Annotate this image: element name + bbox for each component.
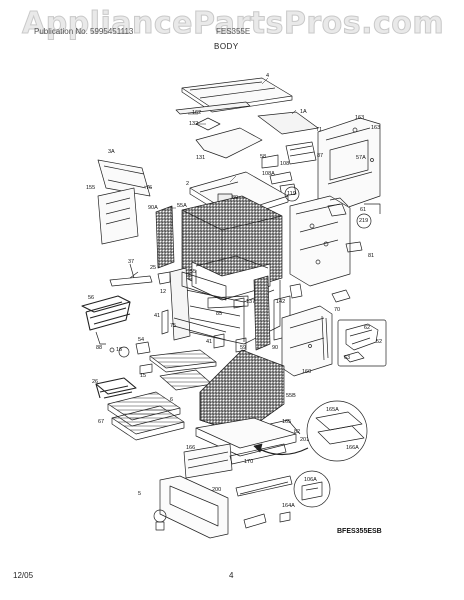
part-label: 166 bbox=[186, 445, 196, 451]
part-label: 61 bbox=[360, 207, 367, 213]
part-label: 54 bbox=[138, 337, 145, 343]
part-label: 200 bbox=[212, 487, 222, 493]
part-label: 106A bbox=[304, 477, 317, 483]
publication-number: Publication No. 5995451113 bbox=[34, 27, 134, 36]
part-label: 63 bbox=[344, 355, 351, 361]
callout-circle-219 bbox=[356, 213, 372, 229]
part-label: 90A bbox=[148, 205, 158, 211]
part-label: 108 bbox=[280, 161, 290, 167]
right-side-panel bbox=[281, 305, 333, 377]
part-label: 165A bbox=[326, 407, 339, 413]
wire-harness-callout bbox=[337, 319, 387, 367]
part-label: 12 bbox=[160, 289, 167, 295]
part-label: 71 bbox=[316, 127, 323, 133]
part-label: 132 bbox=[189, 121, 199, 127]
part-label: 166A bbox=[346, 445, 359, 451]
footer-date: 12/05 bbox=[13, 571, 34, 580]
storage-drawer bbox=[183, 443, 293, 497]
part-label: 90 bbox=[272, 345, 279, 351]
part-label: 201 bbox=[300, 437, 310, 443]
part-label: 15 bbox=[140, 373, 147, 379]
part-label: 67 bbox=[98, 419, 105, 425]
part-label: 57A bbox=[356, 155, 366, 161]
part-label: 1A bbox=[300, 109, 307, 115]
rear-panel bbox=[289, 195, 351, 287]
part-label: 3A bbox=[108, 149, 115, 155]
part-label: 89 bbox=[232, 195, 239, 201]
part-label: 162 bbox=[192, 110, 202, 116]
part-label: 163 bbox=[371, 125, 381, 131]
callout-circle-119 bbox=[284, 186, 300, 202]
back-panel bbox=[317, 117, 381, 211]
part-label: 160 bbox=[302, 369, 312, 375]
control-panel bbox=[97, 159, 151, 197]
part-label: 16 bbox=[116, 347, 123, 353]
door-frame bbox=[169, 267, 227, 341]
part-label: 56 bbox=[88, 295, 95, 301]
part-label: 87 bbox=[317, 153, 324, 159]
part-label: 163 bbox=[355, 115, 365, 121]
part-label: 6 bbox=[170, 397, 174, 403]
part-label: 59 bbox=[240, 345, 247, 351]
part-label: 55 bbox=[190, 269, 197, 275]
part-label: 41 bbox=[206, 339, 213, 345]
part-label: 88 bbox=[96, 345, 103, 351]
part-label: 81 bbox=[368, 253, 375, 259]
part-label: 85 bbox=[216, 311, 223, 317]
part-label: 82 bbox=[294, 429, 301, 435]
callout-170 bbox=[293, 470, 331, 508]
part-label: 58 bbox=[260, 154, 267, 160]
part-label: 52 bbox=[376, 339, 383, 345]
part-label: 26 bbox=[92, 379, 99, 385]
part-label: 55B bbox=[286, 393, 296, 399]
part-label: 70 bbox=[334, 307, 341, 313]
lower-insulation-block bbox=[199, 349, 285, 435]
top-panel bbox=[181, 77, 293, 113]
part-label: 165 bbox=[282, 419, 292, 425]
model-code-label: BFES355ESB bbox=[337, 528, 382, 535]
part-label: 142 bbox=[276, 299, 286, 305]
bake-element bbox=[81, 295, 131, 331]
callout-165A bbox=[253, 400, 368, 462]
part-label: 108A bbox=[262, 171, 275, 177]
drawer-front bbox=[159, 475, 229, 539]
part-label: 5 bbox=[138, 491, 142, 497]
part-label: 37 bbox=[128, 259, 135, 265]
section-title: BODY bbox=[214, 42, 239, 51]
part-label: 75 bbox=[170, 323, 177, 329]
part-label: 119 bbox=[287, 191, 296, 197]
part-label: 62 bbox=[364, 325, 371, 331]
part-label: 41 bbox=[154, 313, 161, 319]
broil-element bbox=[95, 377, 137, 399]
part-label: 170 bbox=[244, 459, 254, 465]
model-number: FES355E bbox=[216, 27, 251, 36]
footer-page-number: 4 bbox=[229, 571, 234, 580]
part-label: 4 bbox=[266, 73, 270, 79]
part-label: 137 bbox=[246, 299, 256, 305]
part-label: 155 bbox=[86, 185, 96, 191]
part-label: 131 bbox=[196, 155, 206, 161]
watermark-logo: AppliancePartsPros.com bbox=[21, 6, 445, 42]
part-label: 219 bbox=[359, 218, 369, 224]
part-label: 55A bbox=[177, 203, 187, 209]
part-label: 25 bbox=[150, 265, 157, 271]
part-label: 76 bbox=[146, 185, 153, 191]
part-label: 164A bbox=[282, 503, 295, 509]
oven-racks bbox=[107, 349, 217, 441]
part-label: 2 bbox=[186, 181, 190, 187]
